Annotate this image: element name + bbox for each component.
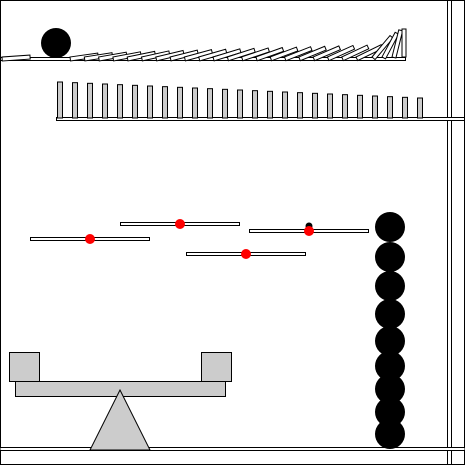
bar-2-pivot <box>85 234 95 244</box>
domino[interactable] <box>391 29 404 59</box>
stacked-ball[interactable] <box>375 419 405 449</box>
domino[interactable] <box>381 31 400 60</box>
domino[interactable] <box>312 45 342 62</box>
domino[interactable] <box>283 46 313 62</box>
stacked-ball[interactable] <box>375 299 405 329</box>
domino[interactable] <box>237 89 243 119</box>
bar-3-pivot <box>304 226 314 236</box>
domino[interactable] <box>372 95 378 119</box>
bar-1-pivot <box>175 219 185 229</box>
domino[interactable] <box>342 94 348 119</box>
seesaw-right-block[interactable] <box>201 352 232 382</box>
domino[interactable] <box>207 88 213 119</box>
top-shelf <box>0 28 407 62</box>
domino[interactable] <box>387 96 393 119</box>
domino[interactable] <box>401 28 407 58</box>
domino[interactable] <box>269 46 299 62</box>
middle-shelf-dominoes <box>57 81 423 119</box>
ball-stack <box>375 212 405 449</box>
domino[interactable] <box>57 81 63 119</box>
domino[interactable] <box>327 93 333 119</box>
domino[interactable] <box>177 86 183 119</box>
rotating-bars <box>30 219 369 259</box>
domino[interactable] <box>326 44 356 62</box>
domino[interactable] <box>162 86 168 119</box>
domino[interactable] <box>297 92 303 119</box>
domino[interactable] <box>312 92 318 119</box>
middle-shelf <box>56 81 465 121</box>
top-shelf-dominoes <box>1 28 407 62</box>
domino[interactable] <box>402 96 408 119</box>
bar-4-pivot <box>241 249 251 259</box>
domino[interactable] <box>72 82 78 119</box>
domino[interactable] <box>252 90 258 119</box>
domino[interactable] <box>102 83 108 119</box>
domino[interactable] <box>222 88 228 119</box>
domino[interactable] <box>282 91 288 119</box>
seesaw-left-block[interactable] <box>9 352 40 382</box>
domino[interactable] <box>147 85 153 119</box>
rolling-ball <box>41 28 71 58</box>
domino[interactable] <box>117 84 123 119</box>
floor <box>0 447 465 451</box>
domino[interactable] <box>357 94 363 119</box>
stacked-ball[interactable] <box>375 351 405 381</box>
stacked-ball[interactable] <box>375 271 405 301</box>
domino[interactable] <box>298 45 327 62</box>
seesaw <box>9 352 232 451</box>
stacked-ball[interactable] <box>375 374 405 404</box>
domino[interactable] <box>267 90 273 119</box>
domino[interactable] <box>87 82 93 119</box>
domino[interactable] <box>240 47 271 62</box>
domino[interactable] <box>255 46 285 62</box>
domino[interactable] <box>417 97 423 119</box>
stacked-ball[interactable] <box>375 212 405 242</box>
domino[interactable] <box>192 87 198 119</box>
domino[interactable] <box>371 34 394 61</box>
domino[interactable] <box>341 44 370 62</box>
stacked-ball[interactable] <box>375 242 405 272</box>
domino[interactable] <box>132 84 138 119</box>
seesaw-fulcrum <box>89 388 151 451</box>
domino[interactable] <box>1 54 31 62</box>
stacked-ball[interactable] <box>375 326 405 356</box>
stacked-ball[interactable] <box>375 397 405 427</box>
